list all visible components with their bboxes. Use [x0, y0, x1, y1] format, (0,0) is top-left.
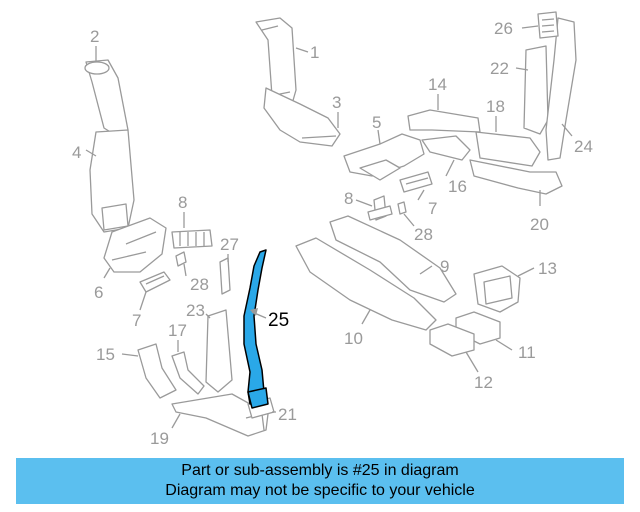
part-17-duct [171, 351, 205, 395]
callout-2: 2 [90, 27, 99, 46]
callout-28-right: 28 [414, 225, 433, 244]
callout-8-right: 8 [344, 189, 353, 208]
part-28-clip-right [397, 201, 407, 215]
info-banner: Part or sub-assembly is #25 in diagram D… [16, 458, 624, 504]
callout-20: 20 [530, 215, 549, 234]
part-14-duct [407, 109, 481, 133]
part-27-clip [219, 257, 231, 295]
part-9-duct [329, 215, 457, 303]
callout-11: 11 [518, 343, 536, 362]
banner-line-1: Part or sub-assembly is #25 in diagram [181, 462, 459, 479]
part-28-clip-left [175, 251, 187, 267]
part-3-duct [263, 87, 341, 147]
part-18-duct [475, 131, 541, 167]
part-7-vent-right [399, 171, 433, 193]
callout-26: 26 [494, 19, 513, 38]
part-12-vent [429, 323, 475, 357]
part-26-vent [537, 11, 559, 39]
callout-1: 1 [310, 43, 319, 62]
callout-8-left: 8 [178, 193, 187, 212]
callout-28-left: 28 [190, 275, 209, 294]
parts-diagram: 1 2 3 4 5 6 7 7 8 8 9 10 11 12 13 14 15 [72, 11, 593, 448]
callout-7-left: 7 [132, 311, 141, 330]
callout-24: 24 [574, 137, 593, 156]
callout-19: 19 [150, 429, 169, 448]
callout-21: 21 [278, 405, 297, 424]
part-8-grille-left [171, 229, 213, 249]
part-24-duct [545, 17, 577, 161]
callout-18: 18 [486, 97, 505, 116]
part-15-hose [137, 343, 177, 399]
part-23-duct [205, 309, 233, 393]
callout-22: 22 [490, 59, 509, 78]
part-5-assembly [343, 133, 425, 181]
callout-15: 15 [96, 345, 115, 364]
callout-25: 25 [268, 310, 289, 331]
part-20-duct [469, 159, 563, 195]
callout-23: 23 [186, 301, 205, 320]
callout-14: 14 [428, 75, 447, 94]
part-6-housing [103, 217, 167, 273]
part-4-duct [89, 129, 135, 233]
callout-12: 12 [474, 373, 493, 392]
callout-3: 3 [332, 93, 341, 112]
callout-6: 6 [94, 283, 103, 302]
callout-13: 13 [538, 259, 557, 278]
callout-16: 16 [448, 177, 467, 196]
part-16-duct [421, 135, 471, 161]
banner-line-2: Diagram may not be specific to your vehi… [165, 482, 475, 499]
callout-5: 5 [372, 113, 381, 132]
part-2-duct [84, 59, 129, 139]
part-13-register [473, 265, 521, 313]
callout-7-right: 7 [428, 199, 437, 218]
part-25-duct-highlighted [243, 249, 269, 409]
callout-10: 10 [344, 329, 363, 348]
callout-4: 4 [72, 143, 81, 162]
callouts: 1 2 3 4 5 6 7 7 8 8 9 10 11 12 13 14 15 [72, 19, 593, 448]
part-7-vent-left [139, 271, 171, 293]
part-22-duct [523, 45, 549, 135]
callout-17: 17 [168, 321, 187, 340]
part-8-bracket-right [367, 195, 393, 221]
part-10-duct [295, 237, 437, 331]
callout-9: 9 [440, 257, 449, 276]
callout-27: 27 [220, 235, 239, 254]
